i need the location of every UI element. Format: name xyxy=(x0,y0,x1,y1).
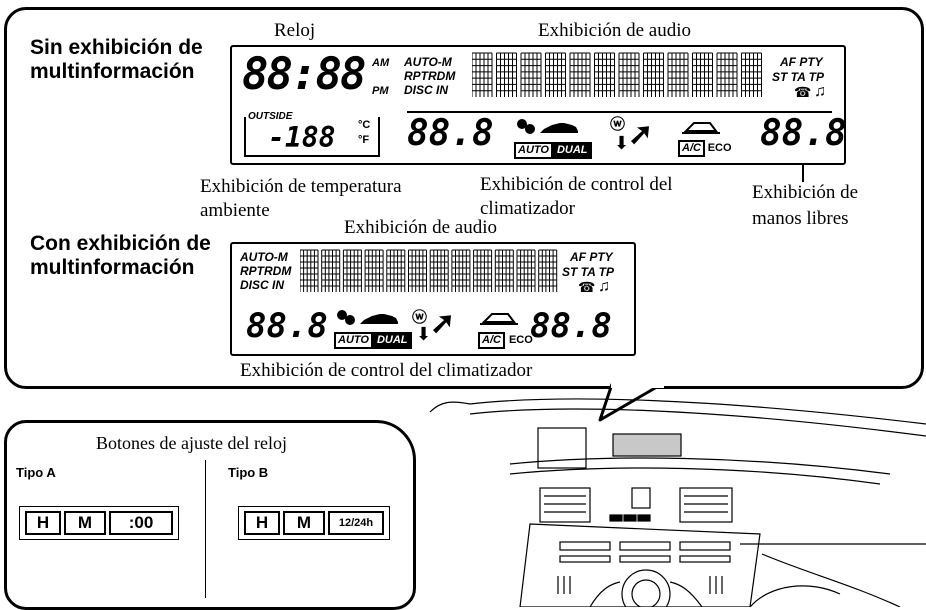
label-handsfree: Exhibición de manos libres xyxy=(752,182,859,229)
matrix-cell xyxy=(496,52,517,97)
pm-indicator: PM xyxy=(372,85,389,97)
type-a-00-button[interactable]: :00 xyxy=(109,511,173,535)
matrix-cell xyxy=(473,249,493,292)
airflow-down-icon: ⬇ xyxy=(614,133,630,153)
type-b-m-button[interactable]: M xyxy=(283,511,325,535)
matrix-cell xyxy=(569,52,591,97)
matrix-cell xyxy=(594,52,615,97)
matrix-cell xyxy=(538,249,558,292)
dot-matrix-audio-display xyxy=(472,52,762,97)
fan-icon xyxy=(517,119,578,134)
defrost-icon-2: ⓦ xyxy=(412,310,428,326)
type-a-h-button[interactable]: H xyxy=(25,511,61,535)
auto-m-label: AUTO-M xyxy=(404,55,452,69)
matrix-cell xyxy=(618,52,640,97)
ac-eco-indicators: A/C ECO xyxy=(678,140,732,157)
type-b-label: Tipo B xyxy=(228,465,269,480)
phone-icon: ☎ xyxy=(794,86,812,101)
temp-right-digits-2: 88.8 xyxy=(530,306,612,346)
rptrdm-label: RPTRDM xyxy=(404,69,456,83)
temp-left-digits-2: 88.8 xyxy=(246,306,328,346)
matrix-cell xyxy=(429,249,449,292)
lcd-panel-with-multiinfo: AUTO-M RPTRDM DISC IN AF PTY ST TA TP ☎ … xyxy=(230,242,636,356)
matrix-cell xyxy=(300,249,319,292)
matrix-cell xyxy=(408,249,427,292)
label-climate-bottom: Exhibición de control del climatizador xyxy=(240,360,533,381)
dot-matrix-audio-display-2 xyxy=(300,249,558,292)
celsius-indicator: °C xyxy=(358,119,371,131)
dashboard-illustration xyxy=(429,398,926,607)
outside-label: OUTSIDE xyxy=(248,111,293,122)
defrost-icon: ⓦ xyxy=(610,117,626,133)
disc-in-label-2: DISC IN xyxy=(240,278,285,292)
type-b-1224h-button[interactable]: 12/24h xyxy=(328,511,384,535)
lcd-divider xyxy=(407,111,832,113)
phone-icon-2: ☎ xyxy=(578,281,596,296)
lcd-panel-without-multiinfo: 88:88 AM PM AUTO-M RPTRDM DISC IN AF PTY… xyxy=(230,45,847,165)
matrix-cell xyxy=(472,52,493,97)
label-climate-control: Exhibición de control del climatizador xyxy=(480,174,673,219)
label-ambient-temp: Exhibición de temperatura ambiente xyxy=(200,176,402,221)
clock-buttons-title: Botones de ajuste del reloj xyxy=(96,433,287,453)
fahrenheit-indicator: °F xyxy=(358,134,370,146)
af-pty-indicator-2: AF PTY xyxy=(570,250,613,264)
type-a-label: Tipo A xyxy=(16,465,56,480)
outside-temp-box: OUTSIDE -188 °C °F xyxy=(244,111,380,157)
temp-right-digits: 88.8 xyxy=(760,113,847,154)
matrix-cell xyxy=(716,52,738,97)
temp-left-digits: 88.8 xyxy=(407,113,494,154)
matrix-cell xyxy=(386,249,406,292)
section-title-with-multiinfo: Con exhibición de multinformación xyxy=(30,232,211,279)
matrix-cell xyxy=(494,249,514,292)
label-audio-display-2: Exhibición de audio xyxy=(344,217,498,238)
ac-eco-indicators-2: A/C ECO xyxy=(478,330,533,349)
matrix-cell xyxy=(451,249,471,292)
clock-digits: 88:88 xyxy=(242,49,366,100)
recirculation-icon-2 xyxy=(480,313,518,325)
disc-in-label: DISC IN xyxy=(404,83,449,97)
st-ta-tp-indicator-2: ST TA TP xyxy=(562,265,614,279)
type-divider xyxy=(205,460,206,598)
af-pty-indicator: AF PTY xyxy=(780,55,823,69)
fan-icon-2 xyxy=(337,310,398,325)
type-b-button-panel xyxy=(238,506,390,540)
matrix-cell xyxy=(520,52,542,97)
airflow-icon: ➚ xyxy=(628,118,654,151)
label-clock: Reloj xyxy=(274,20,316,41)
airflow-icon-2: ➚ xyxy=(430,307,456,340)
st-ta-tp-indicator: ST TA TP xyxy=(772,70,824,84)
matrix-cell xyxy=(667,52,689,97)
type-a-m-button[interactable]: M xyxy=(64,511,106,535)
airflow-down-icon-2: ⬇ xyxy=(416,324,432,344)
outside-temp-digits: -188 xyxy=(268,121,336,154)
rptrdm-label-2: RPTRDM xyxy=(240,264,292,278)
type-b-h-button[interactable]: H xyxy=(244,511,280,535)
recirculation-icon xyxy=(682,122,720,134)
matrix-cell xyxy=(545,52,566,97)
matrix-cell xyxy=(516,249,536,292)
matrix-cell xyxy=(692,52,713,97)
label-audio-display: Exhibición de audio xyxy=(538,20,692,41)
matrix-cell xyxy=(321,249,341,292)
matrix-cell xyxy=(741,52,762,97)
matrix-cell xyxy=(364,249,384,292)
matrix-cell xyxy=(342,249,362,292)
am-indicator: AM xyxy=(372,57,390,69)
auto-m-label-2: AUTO-M xyxy=(240,250,288,264)
type-a-button-panel xyxy=(19,506,179,540)
section-title-without-multiinfo: Sin exhibición de multinformación xyxy=(30,36,203,83)
music-note-icon-2: ♫ xyxy=(598,278,610,295)
music-note-icon: ♫ xyxy=(814,83,826,100)
matrix-cell xyxy=(643,52,664,97)
